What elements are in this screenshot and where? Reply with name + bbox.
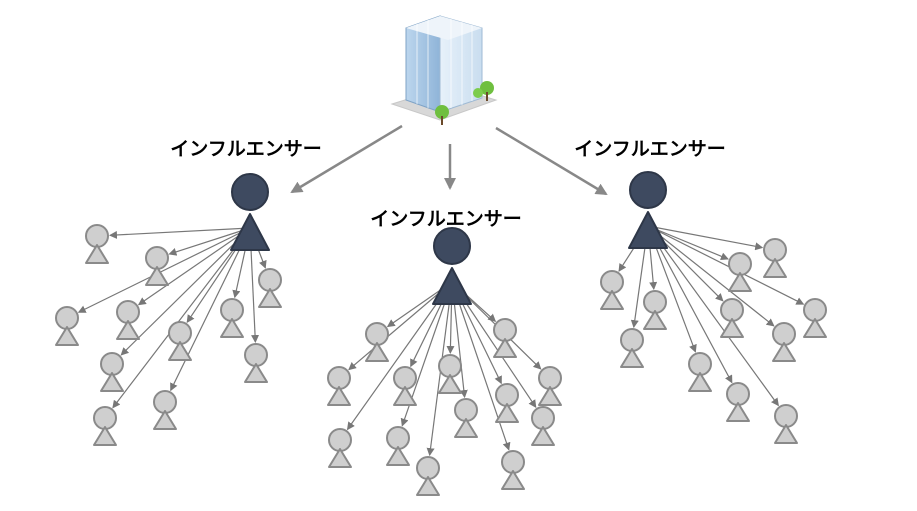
follower-person-icon [153,390,177,430]
follower-person-icon [93,406,117,446]
follower-person-icon [258,268,282,308]
follower-person-icon [100,352,124,392]
influencer-person-icon [628,171,668,249]
follower-person-icon [643,290,667,330]
influencer-label-center: インフルエンサー [370,208,522,230]
follower-person-icon [438,354,462,394]
follower-person-icon [620,328,644,368]
follower-person-icon [493,318,517,358]
influencer-to-follower-arrow [108,227,251,239]
influencer-to-follower-arrow [137,227,251,306]
influencer-to-follower-arrow [647,225,764,251]
follower-person-icon [803,298,827,338]
follower-person-icon [168,321,192,361]
influencer-to-follower-arrow [647,225,779,407]
follower-person-icon [688,352,712,392]
follower-person-icon [454,398,478,438]
follower-person-icon [386,426,410,466]
influencer-person-icon [432,227,472,305]
influencer-to-follower-arrow [168,227,251,256]
follower-person-icon [55,306,79,346]
follower-person-icon [116,300,140,340]
follower-person-icon [720,298,744,338]
follower-person-icon [327,366,351,406]
follower-person-icon [726,382,750,422]
company-to-influencer-arrow [290,124,403,194]
follower-person-icon [538,366,562,406]
follower-person-icon [85,224,109,264]
influencer-to-follower-arrow [348,281,453,371]
follower-person-icon [501,450,525,490]
influencers [230,171,668,305]
influencer-to-follower-arrow [647,225,775,327]
influencer-to-follower-arrow [77,227,251,313]
influencer-to-follower-arrow [346,281,453,431]
follower-person-icon [365,322,389,362]
follower-person-icon [244,343,268,383]
follower-person-icon [495,383,519,423]
follower-person-icon [328,428,352,468]
company-to-influencer-arrow [495,126,608,196]
follower-person-icon [600,270,624,310]
follower-person-icon [220,298,244,338]
follower-person-icon [774,404,798,444]
influencer-label-right: インフルエンサー [574,138,726,160]
influencer-to-follower-arrow [647,225,733,384]
follower-person-icon [416,456,440,496]
influencer-person-icon [230,173,270,251]
influencer-to-follower-arrow [112,227,251,409]
influencer-to-follower-arrow [120,227,251,356]
follower-person-icon [763,238,787,278]
influencer-label-left: インフルエンサー [170,138,322,160]
followers [55,224,827,496]
follower-person-icon [145,246,169,286]
influencer-to-follower-arrow [170,227,251,392]
follower-person-icon [728,252,752,292]
company-arrows [290,124,608,196]
follower-person-icon [772,322,796,362]
influencer-to-follower-arrow [647,225,729,261]
follower-person-icon [393,366,417,406]
building-icon [390,15,498,125]
follower-person-icon [531,406,555,446]
influencer-to-follower-arrow [647,225,805,305]
